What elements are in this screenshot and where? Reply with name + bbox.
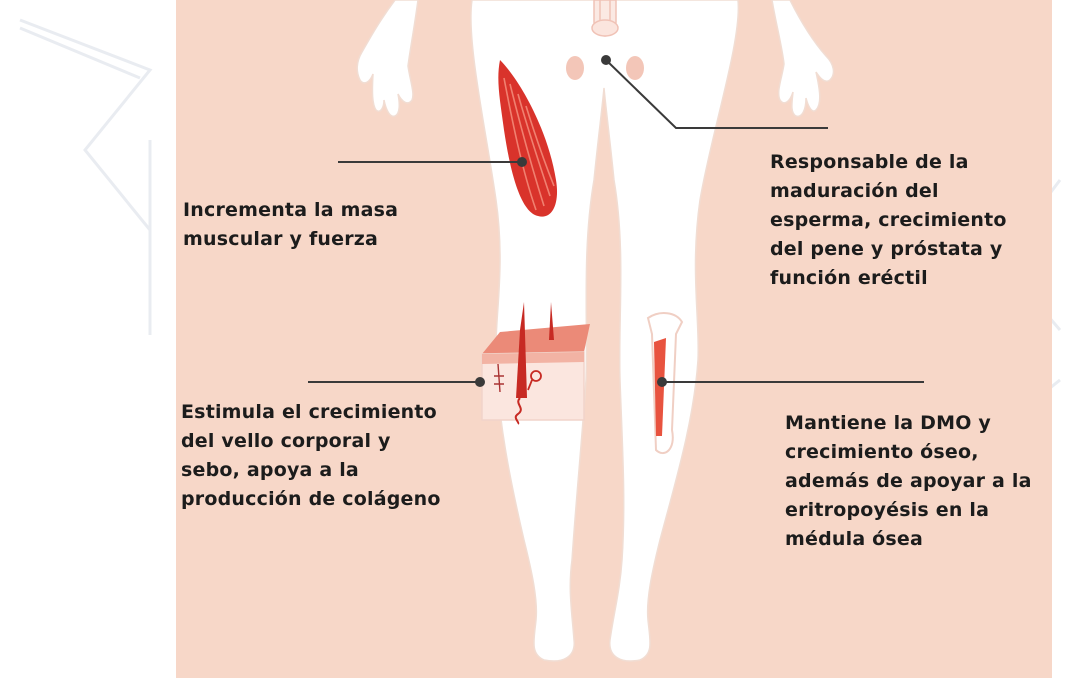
annotation-line: producción de colágeno (181, 485, 441, 514)
annotation-line: Estimula el crecimiento (181, 398, 441, 427)
annotation-line: muscular y fuerza (183, 225, 398, 254)
annotation-line: médula ósea (785, 525, 1032, 554)
annotation-line: maduración del (770, 177, 1007, 206)
annotation-line: del vello corporal y (181, 427, 441, 456)
bone-annotation: Mantiene la DMO y crecimiento óseo, adem… (785, 409, 1032, 554)
muscle-annotation: Incrementa la masa muscular y fuerza (183, 196, 398, 254)
annotation-line: esperma, crecimiento (770, 206, 1007, 235)
annotation-line: sebo, apoya a la (181, 456, 441, 485)
hair-annotation: Estimula el crecimiento del vello corpor… (181, 398, 441, 514)
annotation-line: del pene y próstata y (770, 235, 1007, 264)
annotation-line: crecimiento óseo, (785, 438, 1032, 467)
dot-marker-icon (657, 377, 667, 387)
annotation-line: Incrementa la masa (183, 196, 398, 225)
dot-marker-icon (601, 55, 611, 65)
dot-marker-icon (517, 157, 527, 167)
annotation-line: eritropoyésis en la (785, 496, 1032, 525)
sperm-annotation: Responsable de la maduración del esperma… (770, 148, 1007, 293)
annotation-line: Responsable de la (770, 148, 1007, 177)
annotation-line: además de apoyar a la (785, 467, 1032, 496)
annotation-line: Mantiene la DMO y (785, 409, 1032, 438)
dot-marker-icon (475, 377, 485, 387)
annotation-line: función eréctil (770, 264, 1007, 293)
